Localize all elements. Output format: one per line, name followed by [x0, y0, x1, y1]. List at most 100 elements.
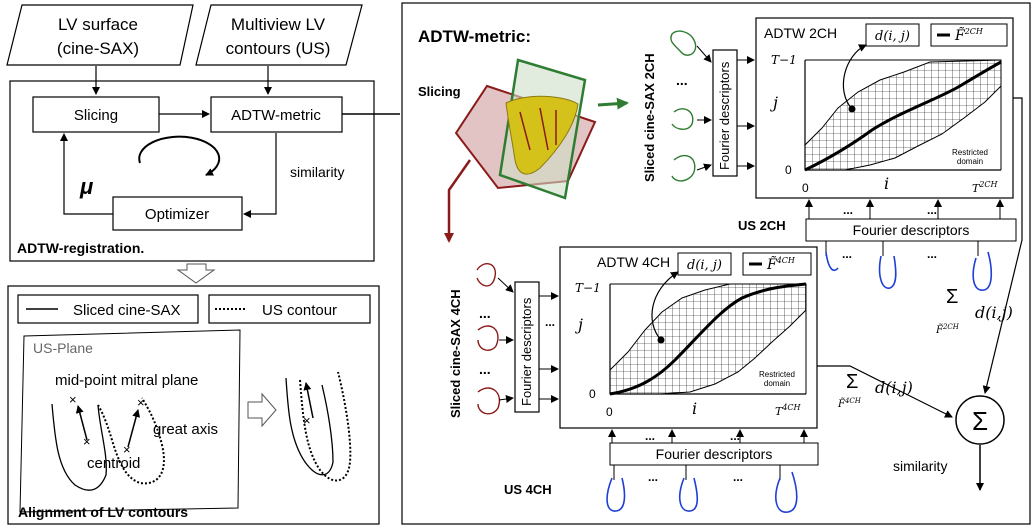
slicing-box — [32, 96, 160, 133]
f2ch-legend-label: F̃2CH — [954, 26, 984, 44]
restricted-2ch-bg — [945, 145, 995, 167]
registration-caption: ADTW-registration. — [17, 240, 144, 256]
alignment-box — [7, 285, 380, 525]
arrow-4ch-to-sum — [817, 365, 953, 418]
fourier-4ch-label: Fourier descriptors — [519, 297, 534, 406]
mesh-slices — [519, 107, 557, 151]
dots-us2-b: ... — [927, 203, 937, 217]
legend-us-box — [208, 294, 371, 324]
arrow-to-2ch — [597, 97, 629, 110]
sliced-4ch-label: Sliced cine-SAX 4CH — [448, 289, 463, 418]
blue-contour-us4-1 — [606, 477, 626, 512]
dij-pointer-2ch — [842, 44, 867, 110]
green-contour-3 — [671, 154, 696, 182]
arrow-to-4ch — [444, 159, 472, 243]
f4ch-legend-box — [742, 252, 812, 276]
fourier-4ch-box — [514, 281, 540, 413]
dij-2ch-label: d(i, j) — [875, 29, 910, 44]
i-label-4ch: i — [692, 399, 697, 418]
fourier-2ch-box — [712, 49, 738, 177]
sum-2ch-sub-sup: 2CH — [942, 323, 960, 331]
t-c-2ch-sym: T — [972, 182, 981, 195]
cross-1: × — [69, 392, 77, 407]
cross-3: × — [137, 395, 145, 410]
t-c-4ch-sup: 4CH — [781, 403, 801, 412]
right-hollow-arrow-icon — [247, 392, 277, 428]
dots-us4-c: ... — [648, 470, 658, 484]
dij-4ch-box — [677, 252, 732, 276]
t-2ch-suffix: −1 — [779, 53, 797, 67]
green-contour-1 — [670, 30, 697, 56]
blue-contour-us4-3 — [775, 471, 798, 513]
us-contour-left — [97, 397, 165, 485]
f2ch-sup: 2CH — [964, 27, 984, 36]
fourier-us2-label: Fourier descriptors — [853, 222, 970, 238]
adtw-4ch-title: ADTW 4CH — [597, 254, 670, 270]
axis-arrow-2 — [127, 409, 141, 448]
input-lv-surface-line2: (cine-SAX) — [57, 39, 139, 58]
great-axis-label: great axis — [153, 421, 218, 438]
t-c-2ch: T2CH — [972, 180, 999, 195]
sum-4ch-sub: F̃4CH — [837, 397, 862, 410]
green-contour-2 — [671, 108, 694, 130]
blue-contour-us2-1 — [825, 251, 839, 272]
adtw-2ch-title: ADTW 2CH — [764, 25, 837, 41]
blue-contour-us4-2 — [678, 477, 699, 512]
sum-2ch-symbol: Σ — [946, 286, 958, 308]
f2ch-legend-box — [930, 23, 1008, 47]
legend-sliced-box — [17, 294, 199, 324]
optimizer-box — [112, 196, 243, 231]
us-2ch-label: US 2CH — [738, 218, 786, 233]
lv-mesh — [505, 95, 579, 175]
t-minus-1-2ch: T−1 — [771, 53, 797, 67]
dij-4ch-label: d(i, j) — [687, 258, 722, 273]
arrow-g3-to-fourier — [696, 163, 712, 172]
slicing-label: Slicing — [74, 107, 118, 124]
dots-4ch-vert-1: ... — [479, 305, 491, 321]
arrow-2ch-to-sum — [982, 97, 1023, 394]
sliced-2ch-label: Sliced cine-SAX 2CH — [642, 53, 657, 182]
blue-contour-us2-3 — [972, 251, 993, 291]
aligned-axis-arrow — [303, 382, 314, 419]
mu-symbol: μ — [79, 174, 93, 199]
t-4ch-sym: T — [575, 281, 584, 295]
restricted-domain-4ch — [609, 283, 807, 395]
sum-2ch-sub-sym: F̃ — [935, 324, 944, 336]
i-label-2ch: i — [884, 174, 889, 193]
mid-point-label: mid-point mitral plane — [55, 372, 198, 389]
t-c-4ch-sym: T — [775, 405, 784, 418]
sliced-contour-left — [51, 403, 107, 491]
restricted-2ch-l2: domain — [957, 157, 983, 166]
legend-sliced-label: Sliced cine-SAX — [73, 302, 181, 319]
restricted-2ch-l1: Restricted — [952, 148, 988, 157]
input-lv-surface-line1: LV surface — [58, 15, 138, 34]
sum-2ch-term: d(i,j) — [975, 303, 1013, 322]
dots-us4-a: ... — [645, 429, 655, 443]
cross-4: × — [123, 442, 131, 457]
dots-us2-d: ... — [927, 247, 937, 261]
optimizer-label: Optimizer — [145, 206, 209, 223]
arrow-r1-to-fourier — [497, 277, 514, 293]
arrow-g1-to-fourier — [696, 45, 712, 63]
fourier-us4-label: Fourier descriptors — [656, 446, 773, 462]
dots-4ch-vert-2: ... — [479, 361, 491, 377]
f4ch-symbol: F̃ — [766, 255, 778, 273]
red-contour-3 — [477, 387, 501, 415]
f4ch-sup: 4CH — [776, 256, 796, 265]
input-lv-surface — [6, 4, 194, 66]
similarity-right: similarity — [893, 458, 947, 474]
down-hollow-arrow-icon — [176, 263, 216, 284]
zero-y-2ch: 0 — [785, 163, 792, 177]
dij-2ch-box — [865, 23, 920, 47]
dots-us2-a: ... — [843, 203, 853, 217]
t-2ch-sym: T — [771, 53, 780, 67]
fourier-us4-box — [609, 442, 819, 466]
similarity-left: similarity — [290, 164, 344, 180]
arrow-adtw-to-optimizer — [243, 133, 277, 218]
warp-path-4ch — [609, 282, 807, 396]
arrow-optimizer-to-slicing — [60, 133, 113, 215]
sum-node — [955, 395, 1005, 445]
aligned-cross: × — [303, 413, 311, 428]
